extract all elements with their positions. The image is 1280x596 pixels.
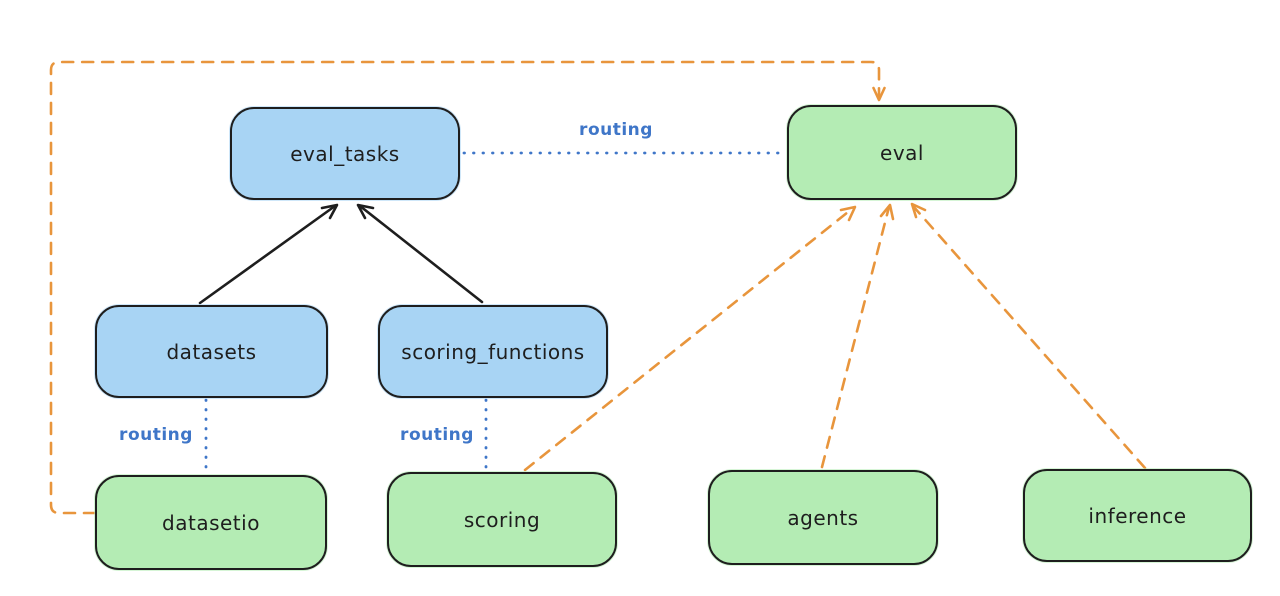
edge-datasetio-eval-arrowhead <box>872 86 886 102</box>
node-scoring[interactable]: scoring <box>387 472 617 567</box>
edge-label-routing-evaltasks-eval: routing <box>579 120 653 140</box>
node-eval-tasks-label: eval_tasks <box>290 141 400 166</box>
edge-inference-eval-arrowhead <box>910 202 927 219</box>
edge-datasetio-eval-dashed <box>49 60 881 515</box>
edge-agents-eval-arrowhead <box>879 203 895 221</box>
node-eval-tasks[interactable]: eval_tasks <box>230 107 460 200</box>
edge-scoring-eval-arrowhead <box>839 205 857 222</box>
edge-scoringfunctions-evaltasks-arrowhead <box>356 203 375 220</box>
node-agents-label: agents <box>787 505 859 530</box>
node-eval-label: eval <box>880 140 924 165</box>
edge-label-routing-scoringfunctions-scoring: routing <box>400 425 474 445</box>
edge-label-routing-datasets-datasetio: routing <box>119 425 193 445</box>
node-scoring-functions-label: scoring_functions <box>401 339 585 364</box>
node-datasets-label: datasets <box>166 339 257 364</box>
node-scoring-label: scoring <box>463 507 541 532</box>
node-datasets[interactable]: datasets <box>95 305 328 398</box>
node-datasetio-label: datasetio <box>162 510 260 535</box>
node-agents[interactable]: agents <box>708 470 938 565</box>
edge-datasets-evaltasks-line <box>198 204 337 305</box>
node-scoring-functions[interactable]: scoring_functions <box>378 305 608 398</box>
edge-agents-eval-dashed <box>820 205 891 469</box>
node-inference-label: inference <box>1088 503 1187 528</box>
node-eval[interactable]: eval <box>787 105 1017 200</box>
edge-datasets-evaltasks-arrowhead <box>320 203 339 220</box>
edge-scoringfunctions-evaltasks-line <box>358 204 484 304</box>
node-inference[interactable]: inference <box>1023 469 1252 562</box>
edge-inference-eval-dashed <box>911 204 1147 470</box>
node-datasetio[interactable]: datasetio <box>95 475 327 570</box>
